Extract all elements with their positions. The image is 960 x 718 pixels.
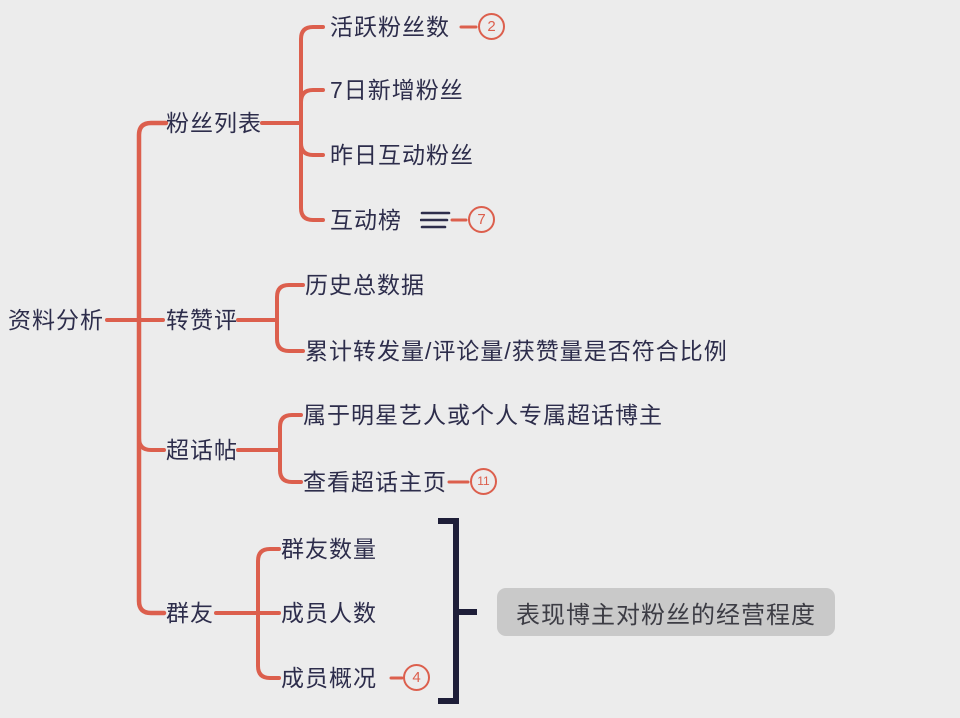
branch-fan-list[interactable]: 粉丝列表 [166,110,262,136]
summary-note[interactable]: 表现博主对粉丝的经营程度 [497,588,835,636]
node-active-fans[interactable]: 活跃粉丝数 [330,14,450,40]
summary-bracket-line [438,518,459,704]
summary-bracket [438,518,477,704]
node-group-friend-count[interactable]: 群友数量 [281,536,377,562]
branch1-children-bracket [299,25,325,222]
count-badge-4[interactable]: 4 [403,664,430,691]
node-cumulative-ratio-check[interactable]: 累计转发量/评论量/获赞量是否符合比例 [305,338,728,364]
node-member-count[interactable]: 成员人数 [281,600,377,626]
branch-supertopic-posts[interactable]: 超话帖 [166,437,238,463]
node-7day-new-fans[interactable]: 7日新增粉丝 [330,77,464,103]
count-badge-11[interactable]: 11 [470,468,497,495]
branch3-children-bracket [278,413,303,484]
node-member-overview[interactable]: 成员概况 [281,665,377,691]
count-badge-7[interactable]: 7 [468,206,495,233]
branch-connectors [105,25,478,680]
node-celebrity-supertopic-blogger[interactable]: 属于明星艺人或个人专属超话博主 [303,402,663,428]
trunk-to-branch3-connector [137,436,166,452]
branch1-child3-stub [299,141,325,157]
root-node[interactable]: 资料分析 [8,307,104,333]
branch-group-friends[interactable]: 群友 [166,600,214,626]
node-yesterday-interaction-fans[interactable]: 昨日互动粉丝 [330,142,474,168]
list-icon[interactable] [420,209,452,231]
branch2-children-bracket [275,283,305,353]
branch-repost-like-comment[interactable]: 转赞评 [166,307,238,333]
branch1-child2-stub [299,88,325,104]
node-historical-total-data[interactable]: 历史总数据 [305,272,425,298]
node-view-supertopic-homepage[interactable]: 查看超话主页 [303,469,447,495]
node-interaction-ranking[interactable]: 互动榜 [330,207,402,233]
count-badge-2[interactable]: 2 [478,13,505,40]
main-trunk-connector [136,120,169,616]
